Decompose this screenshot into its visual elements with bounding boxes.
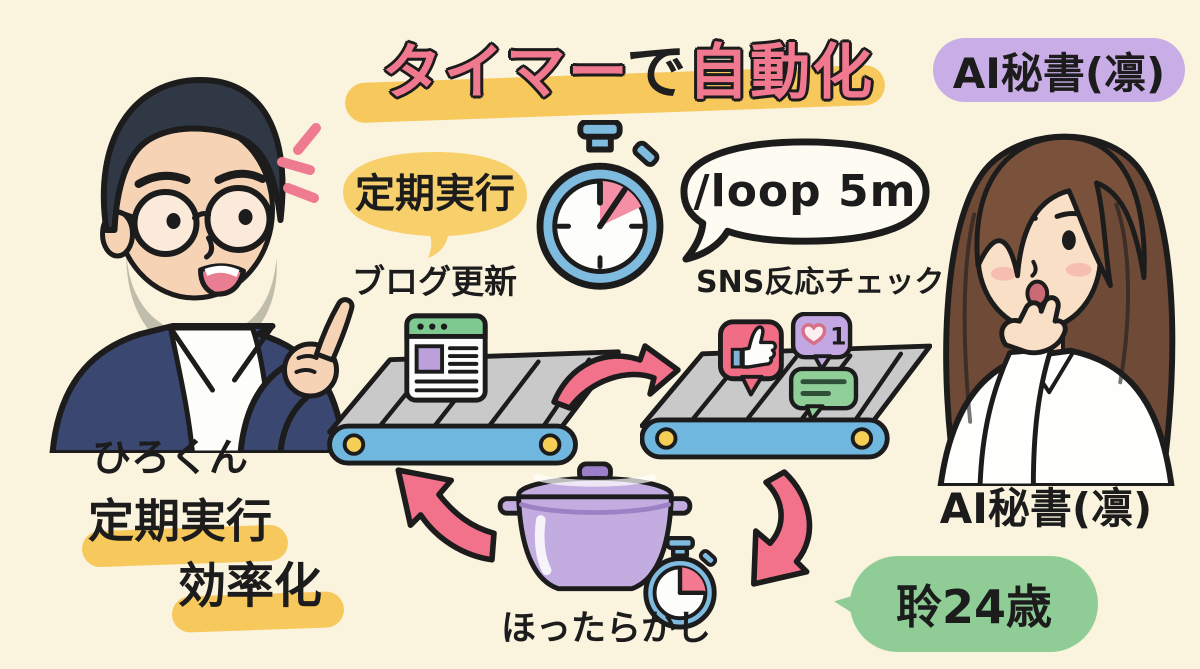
woman-blush-right: [1065, 262, 1092, 277]
man-eyebrow-right: [214, 169, 267, 184]
woman-hand-on-chin: [999, 295, 1068, 356]
command-bubble-label: /loop 5m: [693, 166, 917, 217]
conveyor-roller: [538, 433, 562, 456]
social-icons: 1: [718, 312, 859, 420]
thumbs-up-icon: [718, 319, 784, 397]
woman-blush-left: [990, 266, 1017, 281]
man-eyebrow-left: [134, 171, 191, 188]
flow-arrow-up-left: [395, 467, 497, 563]
heart-badge-count: 1: [830, 322, 846, 350]
title-segment-3: 自動化: [688, 38, 875, 108]
small-stopwatch-icon: [643, 536, 718, 630]
stopwatch-icon: [536, 120, 664, 290]
woman-illustration: [937, 133, 1176, 486]
flow-arrow-right: [551, 343, 681, 411]
pot-icon: [497, 461, 693, 592]
keyword2-label: 効率化: [178, 558, 323, 614]
keyword1-label: 定期実行: [88, 494, 272, 548]
conveyor-roller: [342, 433, 366, 456]
browser-window-icon: [404, 313, 488, 403]
pot-label: ほったらかし: [500, 609, 711, 649]
man-pointing-finger: [314, 297, 355, 363]
schedule-bubble: 定期実行: [336, 148, 534, 260]
title-segment-2: で: [626, 38, 689, 108]
blog-update-label: ブログ更新: [352, 262, 517, 301]
small-stopwatch-wedge: [680, 567, 706, 593]
woman-nose: [1030, 259, 1038, 278]
conveyor-belt-sns: [640, 343, 932, 460]
woman-eye-right: [1061, 230, 1076, 251]
man-nose: [204, 235, 214, 260]
page-title: タイマーで自動化: [362, 24, 894, 111]
ai-secretary-pill-label: AI秘書(凛): [952, 48, 1166, 98]
schedule-bubble-shape: [343, 152, 527, 258]
conveyor-roller: [850, 427, 874, 450]
woman-hair-front: [974, 134, 1147, 289]
age-bubble-tail: [832, 590, 860, 616]
emphasis-marks-icon: [277, 123, 321, 203]
man-illustration: [49, 77, 355, 453]
schedule-bubble-label: 定期実行: [355, 171, 515, 217]
stopwatch-hand: [597, 186, 628, 230]
man-glasses-right: [204, 185, 273, 253]
flow-arrow-down-left: [751, 469, 813, 587]
heart-badge-icon: 1: [790, 312, 853, 371]
woman-name-label: AI秘書(凛): [939, 484, 1153, 533]
comment-icon: [788, 366, 859, 420]
browser-image-placeholder: [414, 344, 445, 374]
conveyor-roller: [655, 427, 678, 450]
age-bubble-label: 聆24歳: [895, 580, 1052, 634]
man-name-label: ひろくん: [92, 436, 249, 481]
man-eye-right: [238, 209, 253, 225]
age-bubble: 聆24歳: [832, 556, 1098, 652]
man-hair: [100, 77, 286, 233]
man-eye-left: [166, 213, 181, 229]
title-segment-1: タイマー: [381, 38, 627, 108]
ai-secretary-pill: AI秘書(凛): [933, 38, 1185, 102]
sns-check-label: SNS反応チェック: [696, 265, 945, 300]
man-glasses-left: [131, 189, 200, 257]
command-bubble: /loop 5m: [676, 134, 934, 268]
command-bubble-shape: [680, 138, 930, 263]
